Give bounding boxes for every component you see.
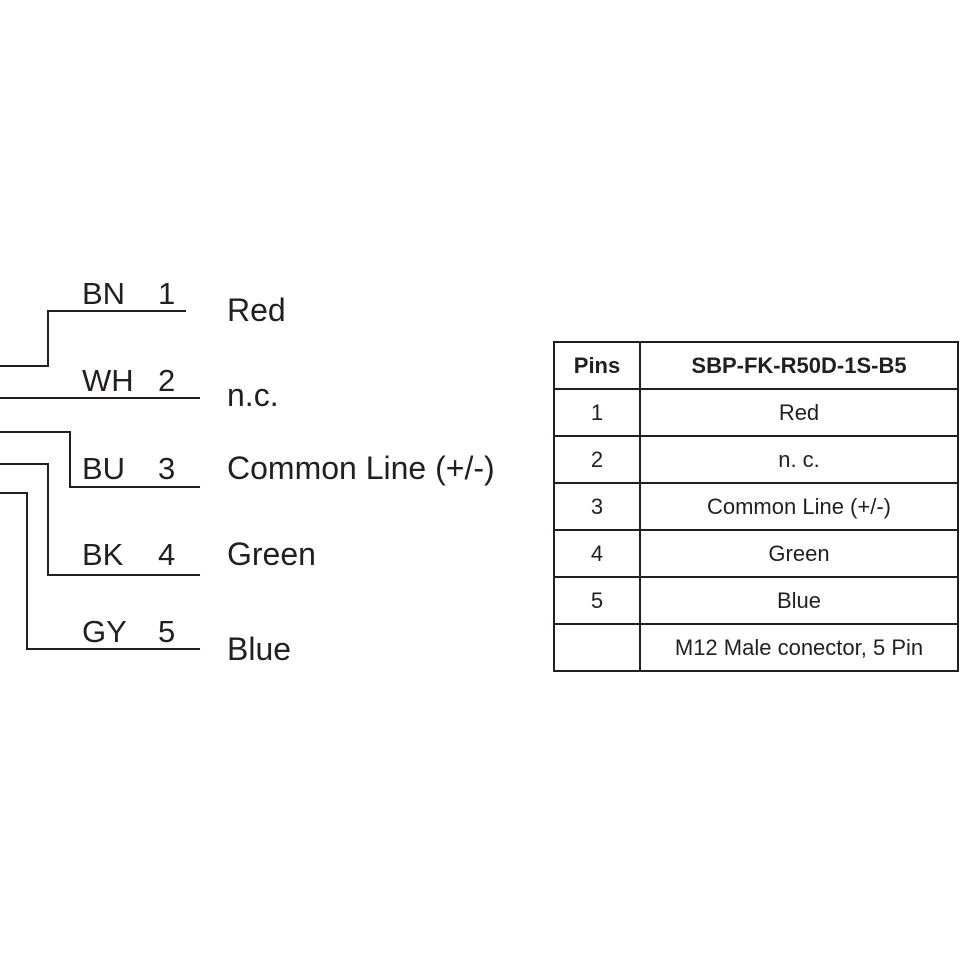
- wire-signal-1: Red: [227, 292, 286, 328]
- wire-signal-5: Blue: [227, 631, 291, 667]
- table-row: M12 Male conector, 5 Pin: [553, 623, 959, 672]
- pin-cell: 4: [553, 529, 641, 578]
- table-row: 3 Common Line (+/-): [553, 482, 959, 531]
- wire-signal-4: Green: [227, 536, 316, 572]
- wire-signal-3: Common Line (+/-): [227, 450, 495, 486]
- wire-line-3: [0, 431, 200, 488]
- header-pins: Pins: [553, 341, 641, 390]
- wire-pin-1: 1: [158, 276, 175, 311]
- wire-line-1: [0, 310, 186, 367]
- wire-code-1: BN: [82, 276, 125, 311]
- signal-cell: Common Line (+/-): [639, 482, 959, 531]
- connector-cell: M12 Male conector, 5 Pin: [639, 623, 959, 672]
- wire-line-5: [0, 492, 200, 650]
- wire-code-3: BU: [82, 451, 125, 486]
- table-row: 5 Blue: [553, 576, 959, 625]
- pin-cell: 5: [553, 576, 641, 625]
- table-header-row: Pins SBP-FK-R50D-1S-B5: [553, 341, 959, 390]
- pin-cell: 2: [553, 435, 641, 484]
- wire-pin-4: 4: [158, 537, 175, 572]
- table-row: 1 Red: [553, 388, 959, 437]
- wire-code-2: WH: [82, 363, 134, 398]
- wire-pin-3: 3: [158, 451, 175, 486]
- wire-code-4: BK: [82, 537, 124, 572]
- pin-cell: 3: [553, 482, 641, 531]
- header-model: SBP-FK-R50D-1S-B5: [639, 341, 959, 390]
- wire-line-4: [0, 463, 200, 576]
- signal-cell: n. c.: [639, 435, 959, 484]
- wire-pin-5: 5: [158, 614, 175, 649]
- pin-cell: 1: [553, 388, 641, 437]
- pin-cell: [553, 623, 641, 672]
- signal-cell: Red: [639, 388, 959, 437]
- signal-cell: Green: [639, 529, 959, 578]
- table-row: 4 Green: [553, 529, 959, 578]
- wire-pin-2: 2: [158, 363, 175, 398]
- signal-cell: Blue: [639, 576, 959, 625]
- wire-code-5: GY: [82, 614, 127, 649]
- pin-assignment-table: Pins SBP-FK-R50D-1S-B5 1 Red 2 n. c. 3 C…: [553, 341, 959, 672]
- table-row: 2 n. c.: [553, 435, 959, 484]
- wire-signal-2: n.c.: [227, 377, 279, 413]
